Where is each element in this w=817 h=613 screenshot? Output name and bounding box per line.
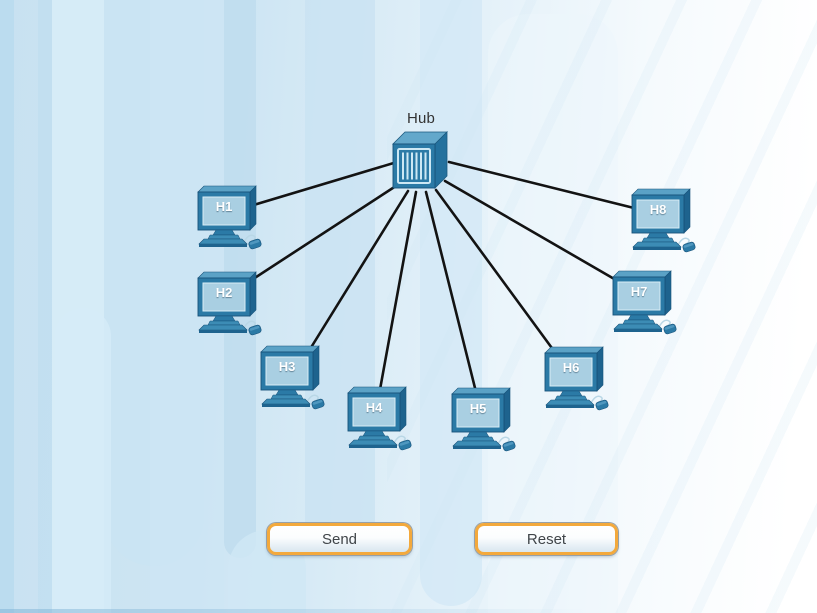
- host-H5[interactable]: H5: [448, 386, 518, 452]
- host-label: H8: [649, 202, 667, 217]
- computer-icon: [197, 185, 262, 250]
- host-label: H1: [215, 199, 233, 214]
- mouse-icon: [502, 440, 516, 452]
- mouse-icon: [248, 238, 262, 250]
- wire-hub-H6: [434, 188, 559, 357]
- host-label: H2: [215, 285, 233, 300]
- mouse-icon: [311, 398, 325, 410]
- computer-icon: [260, 345, 325, 410]
- host-H8[interactable]: H8: [628, 187, 698, 253]
- host-H6[interactable]: H6: [541, 345, 611, 411]
- computer-icon: [451, 387, 516, 452]
- wire-hub-H2: [248, 182, 401, 283]
- reset-button[interactable]: Reset: [475, 523, 618, 555]
- host-label: H6: [562, 360, 580, 375]
- hub-label: Hub: [406, 110, 436, 127]
- host-label: H3: [278, 359, 296, 374]
- host-label: H7: [630, 284, 648, 299]
- mouse-icon: [398, 439, 412, 451]
- wire-hub-H1: [245, 160, 399, 209]
- wire-hub-H5: [424, 190, 479, 398]
- hub-icon: [392, 131, 448, 189]
- computer-icon: [347, 386, 412, 451]
- host-label: H4: [365, 400, 383, 415]
- host-label: H5: [469, 401, 487, 416]
- hub-device[interactable]: [391, 130, 449, 190]
- wire-hub-H8: [447, 160, 636, 210]
- wire-hub-H4: [377, 190, 418, 397]
- mouse-icon: [248, 324, 262, 336]
- host-H2[interactable]: H2: [194, 270, 264, 336]
- send-button[interactable]: Send: [267, 523, 412, 555]
- computer-icon: [612, 270, 677, 335]
- host-H1[interactable]: H1: [194, 184, 264, 250]
- computer-icon: [631, 188, 696, 253]
- host-H7[interactable]: H7: [609, 269, 679, 335]
- mouse-icon: [682, 241, 696, 253]
- wire-hub-H3: [305, 189, 410, 356]
- computer-icon: [544, 346, 609, 411]
- wire-hub-H7: [443, 179, 618, 282]
- host-H4[interactable]: H4: [344, 385, 414, 451]
- host-H3[interactable]: H3: [257, 344, 327, 410]
- mouse-icon: [663, 323, 677, 335]
- computer-icon: [197, 271, 262, 336]
- mouse-icon: [595, 399, 609, 411]
